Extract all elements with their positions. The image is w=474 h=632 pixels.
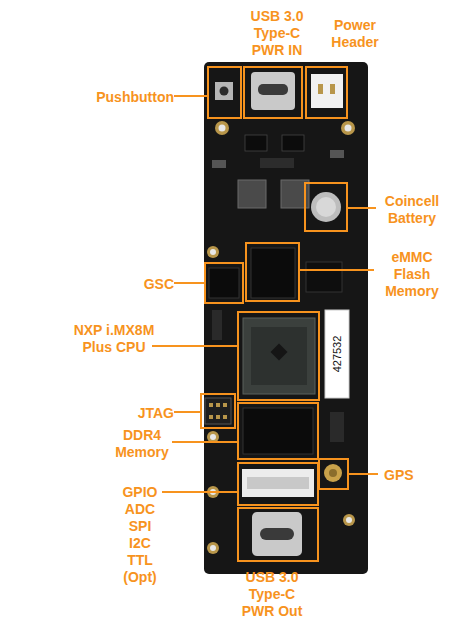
callout-label: GSC: [102, 276, 174, 293]
coincell: [316, 197, 336, 217]
leader-line: [174, 282, 204, 284]
callout-label: Power Header: [320, 17, 390, 51]
pushbutton-body: [215, 82, 233, 100]
mounting-hole-center: [345, 125, 352, 132]
mounting-hole-center: [219, 125, 226, 132]
serial-number: 427532: [330, 314, 344, 394]
ddr4-chip: [243, 408, 313, 454]
mounting-hole: [343, 514, 355, 526]
emmc-chip: [251, 248, 295, 298]
usb-c-slot: [260, 528, 294, 540]
jtag-pin: [223, 403, 227, 407]
highlight-box: USB 3.0 Type-C PWR IN: [243, 66, 303, 119]
serial-sticker: [325, 310, 349, 398]
highlight-box: GPIO ADC SPI I2C TTL (Opt): [237, 462, 319, 506]
leader-line: [348, 207, 376, 209]
callout-label: NXP i.MX8M Plus CPU: [64, 322, 164, 356]
power-ic: [245, 135, 267, 151]
power-header-connector: [311, 74, 343, 108]
leader-line: [300, 269, 374, 271]
jtag-pin: [209, 403, 213, 407]
gsc-chip: [209, 268, 239, 298]
jtag-pin: [216, 415, 220, 419]
gps-coax-connector: [324, 464, 342, 482]
mounting-hole-center: [210, 434, 216, 440]
smd-component: [260, 158, 294, 168]
leader-line: [349, 473, 378, 475]
jtag-pin: [216, 403, 220, 407]
mounting-hole: [215, 121, 229, 135]
callout-label: Coincell Battery: [374, 193, 450, 227]
jtag-header: [205, 398, 231, 424]
usb-c-slot: [258, 84, 288, 95]
leader-line: [174, 411, 200, 413]
leader-line: [152, 345, 237, 347]
leader-line: [172, 441, 237, 443]
cpu-die-lid: [251, 327, 307, 385]
cpu-logo: [271, 344, 288, 361]
pushbutton-cap: [220, 87, 229, 96]
highlight-box: JTAG: [200, 393, 236, 429]
highlight-box: Coincell Battery: [304, 182, 348, 232]
highlight-box: NXP i.MX8M Plus CPU: [237, 311, 320, 401]
callout-label: Pushbutton: [74, 89, 174, 106]
smd-chip: [306, 262, 342, 292]
pcb-board: [204, 62, 368, 574]
highlight-box: Power Header: [305, 66, 348, 119]
highlight-box: Pushbutton: [207, 66, 242, 119]
mounting-hole: [341, 121, 355, 135]
leader-line: [162, 491, 237, 493]
smd-component: [212, 160, 226, 168]
callout-label: USB 3.0 Type-C PWR IN: [237, 8, 317, 59]
jtag-pin: [223, 415, 227, 419]
mounting-hole-center: [210, 545, 216, 551]
highlight-box: GSC: [204, 262, 244, 304]
callout-label: JTAG: [102, 405, 174, 422]
callout-label: eMMC Flash Memory: [377, 249, 447, 300]
leader-line: [174, 95, 207, 97]
usb-c-connector: [251, 72, 295, 110]
mounting-hole-center: [346, 517, 352, 523]
header-pin: [318, 84, 323, 94]
gps-coax-center: [329, 469, 337, 477]
highlight-box: GPS: [318, 458, 349, 490]
callout-label: GPIO ADC SPI I2C TTL (Opt): [117, 484, 163, 586]
callout-label: GPS: [384, 467, 434, 484]
jtag-pin: [209, 415, 213, 419]
header-pin: [330, 84, 335, 94]
inductor: [238, 180, 266, 208]
usb-c-connector: [252, 512, 302, 556]
mounting-hole: [207, 246, 219, 258]
mounting-hole: [207, 542, 219, 554]
gpio-connector-slot: [247, 477, 309, 489]
gpio-connector: [242, 469, 314, 497]
callout-label: DDR4 Memory: [102, 427, 182, 461]
power-ic: [282, 135, 304, 151]
highlight-box: USB 3.0 Type-C PWR Out: [237, 507, 319, 562]
highlight-box: DDR4 Memory: [237, 402, 319, 460]
cpu-package: [243, 318, 315, 394]
smd-component: [212, 310, 222, 340]
mounting-hole-center: [210, 249, 216, 255]
smd-component: [330, 150, 344, 158]
highlight-box: eMMC Flash Memory: [245, 242, 300, 302]
coincell-holder: [311, 192, 341, 222]
smd-component: [330, 412, 344, 442]
callout-label: USB 3.0 Type-C PWR Out: [232, 569, 312, 620]
